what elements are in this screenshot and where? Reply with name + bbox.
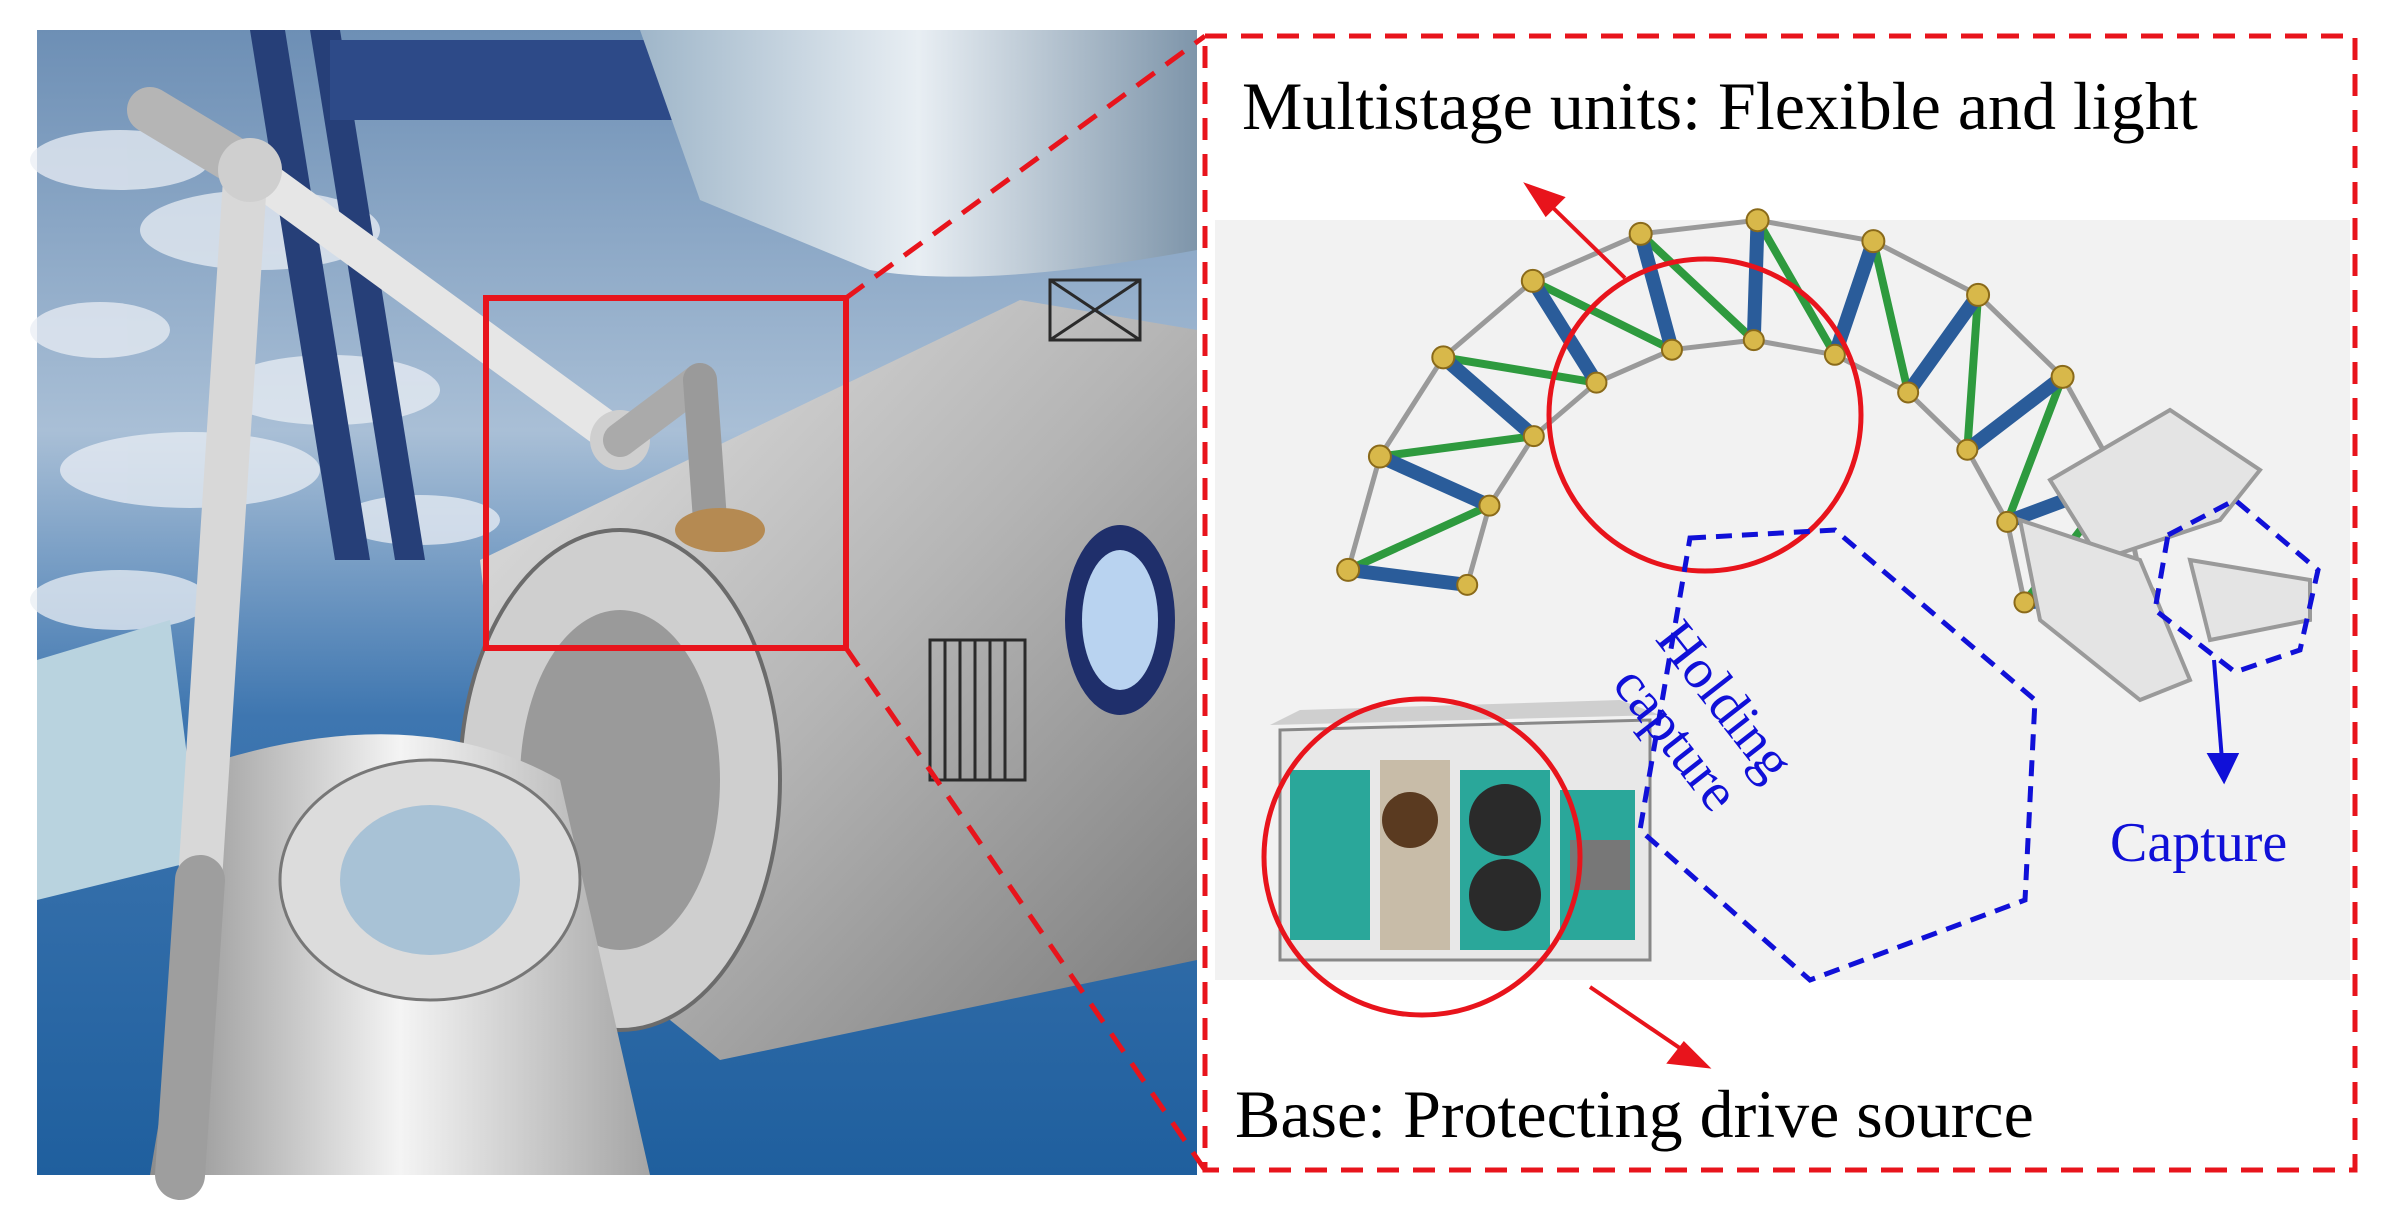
lower-pod — [150, 734, 650, 1175]
arm-blue-strut — [1633, 226, 1679, 357]
arm-inner-joint — [1456, 573, 1479, 596]
arm-green-strut — [1869, 237, 1913, 397]
arm-outer-link — [1975, 292, 2066, 380]
arm-outer-joint — [1861, 229, 1886, 254]
arm-blue-strut — [1372, 449, 1497, 513]
arm-inner-joint — [2013, 591, 2036, 614]
base-highlight — [1261, 696, 1583, 1018]
arm-inner-link — [2004, 519, 2027, 605]
arm-inner-joint — [1660, 338, 1683, 361]
capture-hexagons — [1637, 497, 2321, 983]
arm-inner-joint — [1956, 438, 1979, 461]
arm-blue-strut — [1525, 273, 1604, 390]
arm-outer-link — [1755, 217, 1876, 244]
arm-inner-joint — [1478, 494, 1501, 517]
arm-inner-link — [1832, 352, 1911, 395]
arm-green-strut — [1375, 432, 1538, 461]
capture-gripper — [2017, 407, 2312, 703]
capture-hexagon — [2152, 497, 2321, 675]
arm-green-strut — [1344, 501, 1494, 574]
arm-green-strut — [2003, 372, 2067, 526]
arm-green-strut — [1528, 276, 1676, 354]
arm-green-strut — [1963, 290, 1983, 454]
red-arrows — [1523, 182, 1712, 1069]
arm-outer-link — [1377, 354, 1446, 460]
capture-arrow — [2206, 659, 2240, 785]
arm-inner-link — [1531, 380, 1599, 439]
zoom-box — [483, 295, 849, 651]
arm-blue-strut — [1436, 350, 1541, 444]
arm-outer-joint — [1745, 208, 1770, 233]
foil-module — [640, 30, 1197, 277]
continuum-robot-arm — [1336, 208, 2157, 614]
arm-blue-strut — [1960, 369, 2070, 457]
arm-outer-link — [1440, 278, 1536, 360]
arm-inner-link — [1486, 433, 1537, 509]
multistage-units-label: Multistage units: Flexible and light — [1242, 68, 2198, 144]
arm-outer-joint — [1628, 221, 1653, 246]
arm-outer-link — [1345, 454, 1383, 573]
multistage-highlight — [1546, 256, 1864, 574]
arm-green-strut — [1636, 229, 1758, 345]
arm-outer-joint — [1520, 268, 1545, 293]
arm-inner-joint — [1585, 371, 1608, 394]
arm-outer-joint — [1367, 444, 1392, 469]
station-robot-arm — [127, 87, 765, 1200]
arm-outer-link — [1870, 238, 1981, 298]
arm-blue-strut — [1746, 213, 1765, 348]
arm-outer-joint — [2050, 364, 2075, 389]
arm-inner-link — [1593, 347, 1675, 386]
arm-outer-link — [1638, 217, 1761, 237]
arm-inner-link — [1464, 503, 1492, 588]
base-label: Base: Protecting drive source — [1235, 1076, 2034, 1152]
space-station-photo — [30, 30, 1197, 1200]
arm-outer-joint — [1431, 345, 1456, 370]
arm-inner-joint — [1897, 381, 1920, 404]
arm-inner-link — [1669, 337, 1757, 353]
zoom-connectors — [843, 33, 1208, 1172]
arm-blue-strut — [1901, 287, 1986, 400]
arm-inner-joint — [1823, 343, 1846, 366]
arm-green-strut — [1439, 353, 1601, 387]
capture-label: Capture — [2110, 812, 2288, 874]
arm-outer-joint — [1336, 557, 1361, 582]
arm-blue-strut — [1341, 562, 1475, 592]
arm-inner-link — [1751, 337, 1838, 358]
arm-inner-link — [1964, 447, 2010, 525]
arm-inner-link — [1905, 389, 1970, 453]
holding-hexagon — [1637, 527, 2038, 983]
arm-inner-joint — [1996, 510, 2019, 533]
arm-outer-link — [1530, 231, 1644, 284]
arm-base — [1270, 700, 1660, 962]
arm-inner-joint — [1522, 425, 1545, 448]
arm-outer-joint — [1966, 282, 1991, 307]
arm-inner-joint — [1742, 329, 1765, 352]
